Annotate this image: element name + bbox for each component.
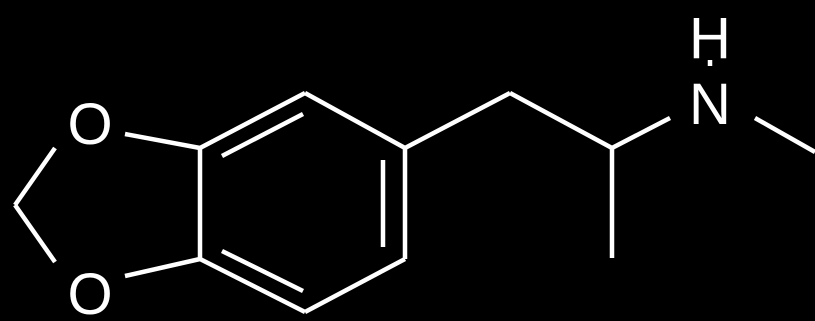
ring-bond-4 xyxy=(303,257,407,314)
ring-bond-2 xyxy=(303,91,407,150)
bond-n-methyl xyxy=(753,116,815,154)
ring-double-bond-3 xyxy=(221,248,304,294)
bond-ch2-ch xyxy=(508,91,614,150)
atom-label-o-bottom: O xyxy=(67,262,112,321)
benzene-ring xyxy=(197,91,408,315)
atom-label-o-top: O xyxy=(67,92,112,157)
bond-o-bottom-ring xyxy=(124,256,201,279)
bond-ch-n xyxy=(610,116,672,150)
atom-labels: O O N H xyxy=(67,6,731,321)
ring-bond-1 xyxy=(198,91,307,150)
dioxole-ring xyxy=(13,131,201,279)
bond-ch2-o-top xyxy=(13,146,57,207)
ring-double-bond-1 xyxy=(220,112,305,158)
atom-label-h: H xyxy=(689,6,731,71)
ring-bond-5 xyxy=(198,256,307,315)
bond-ring-ch2 xyxy=(403,91,512,150)
bond-ch2-o-bottom xyxy=(13,203,57,264)
side-chain xyxy=(403,60,815,258)
atom-label-n: N xyxy=(689,72,731,137)
bond-o-top-ring xyxy=(124,131,201,151)
